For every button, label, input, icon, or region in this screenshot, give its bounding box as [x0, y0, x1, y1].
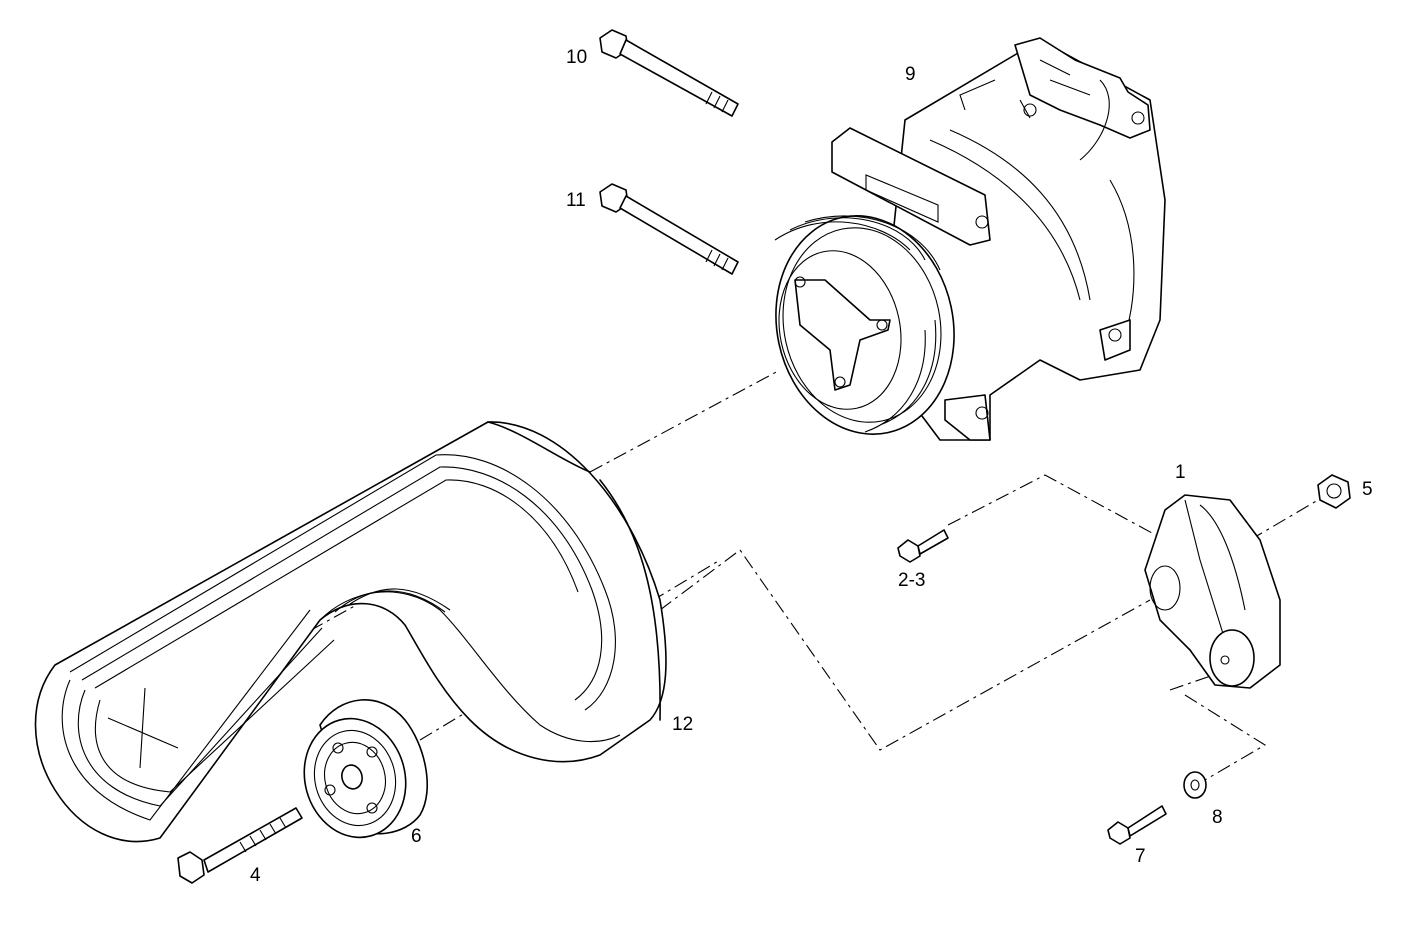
callout-4: 4	[250, 865, 261, 886]
bolt-10	[599, 29, 739, 117]
idler-pulley	[303, 699, 428, 839]
callout-6: 6	[411, 826, 422, 847]
callout-10: 10	[566, 47, 588, 68]
bolt-11	[599, 183, 739, 275]
bolt-4	[177, 807, 303, 884]
ac-compressor	[774, 37, 1166, 441]
drive-belt	[34, 421, 667, 843]
callout-12: 12	[672, 714, 694, 735]
nut-5	[1317, 474, 1351, 509]
callout-11: 11	[566, 190, 586, 211]
screw-2-3	[897, 529, 949, 563]
bolt-7	[1107, 805, 1167, 845]
callout-9: 9	[905, 64, 916, 85]
callout-1: 1	[1175, 462, 1186, 483]
callout-8: 8	[1212, 807, 1223, 828]
washer-8	[1183, 771, 1207, 799]
callout-2-3: 2-3	[898, 570, 926, 591]
tensioner-bracket	[1144, 494, 1281, 689]
callout-7: 7	[1135, 846, 1146, 867]
callout-5: 5	[1362, 479, 1373, 500]
